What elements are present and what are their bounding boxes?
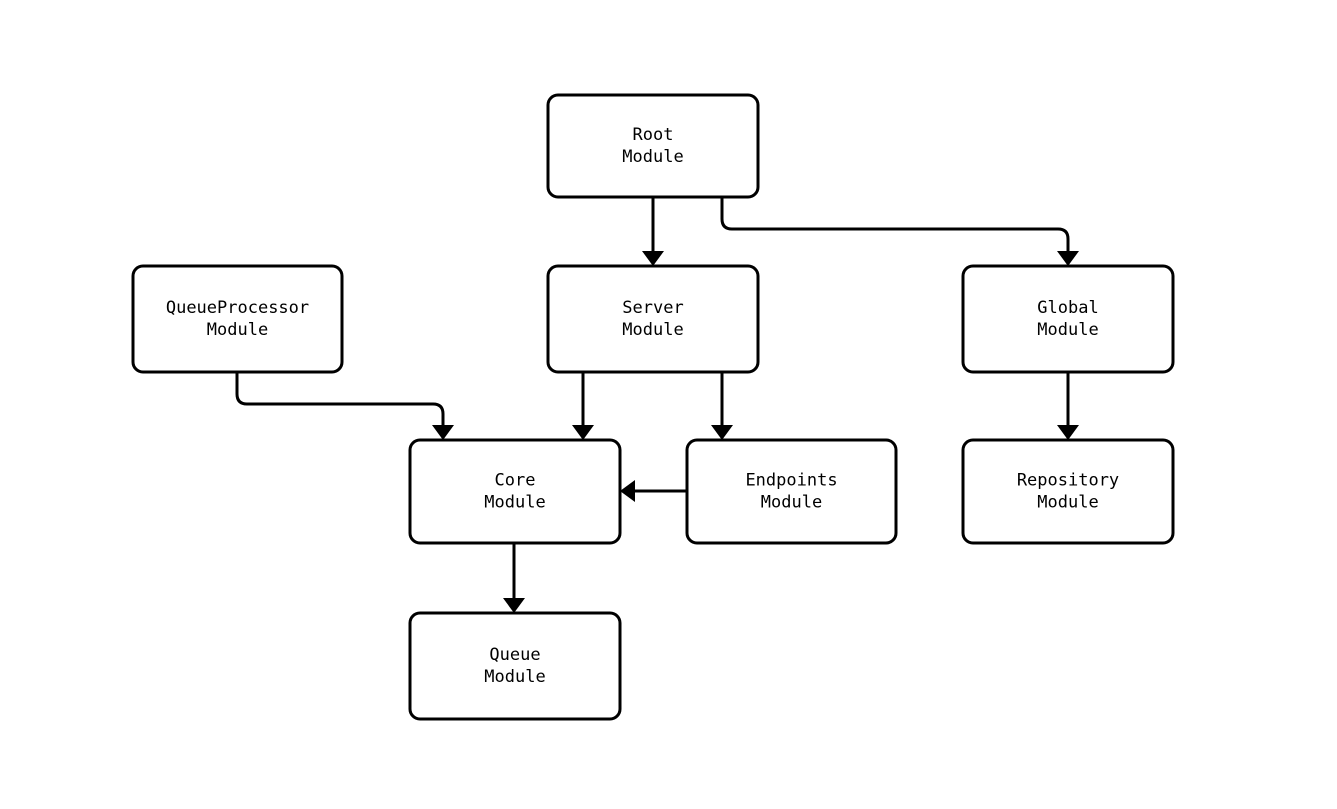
edge-line [235,372,445,429]
edge-global-to-repository [1057,372,1079,440]
node-label-primary: Core [495,471,536,491]
node-label-secondary: Module [484,667,545,687]
edges-layer [235,197,1079,613]
arrowhead-icon [620,480,635,502]
node-label-primary: Server [622,298,683,318]
arrowhead-icon [711,425,733,440]
node-label-primary: Root [633,125,674,145]
edge-core-to-queue [503,543,525,613]
arrowhead-icon [1057,251,1079,266]
node-box[interactable] [408,611,622,721]
node-label-secondary: Module [1037,493,1098,513]
node-label-primary: Queue [489,645,540,665]
node-box[interactable] [546,93,760,199]
node-label-secondary: Module [622,320,683,340]
arrowhead-icon [1057,425,1079,440]
node-label-primary: Global [1037,298,1098,318]
edge-server-to-core [572,372,594,440]
node-box[interactable] [961,438,1175,545]
node-box[interactable] [546,264,760,374]
arrowhead-icon [503,598,525,613]
edge-server-to-endpoints [711,372,733,440]
node-box[interactable] [961,264,1175,374]
edge-root-to-global [720,197,1079,266]
node-label-secondary: Module [484,493,545,513]
edge-root-to-server [642,197,664,266]
node-label-secondary: Module [622,147,683,167]
node-box[interactable] [685,438,898,545]
edge-endpoints-to-core [620,480,687,502]
edge-queueprocessor-to-core [235,372,454,440]
node-label-primary: Repository [1017,471,1119,491]
node-label-secondary: Module [761,493,822,513]
arrowhead-icon [432,425,454,440]
node-box[interactable] [131,264,344,374]
edge-line [720,197,1070,255]
node-box[interactable] [408,438,622,545]
node-label-primary: QueueProcessor [166,298,309,318]
node-label-secondary: Module [1037,320,1098,340]
node-label-secondary: Module [207,320,268,340]
node-label-primary: Endpoints [745,471,837,491]
arrowhead-icon [642,251,664,266]
arrowhead-icon [572,425,594,440]
nodes-layer: RootModuleQueueProcessorModuleServerModu… [131,93,1175,721]
